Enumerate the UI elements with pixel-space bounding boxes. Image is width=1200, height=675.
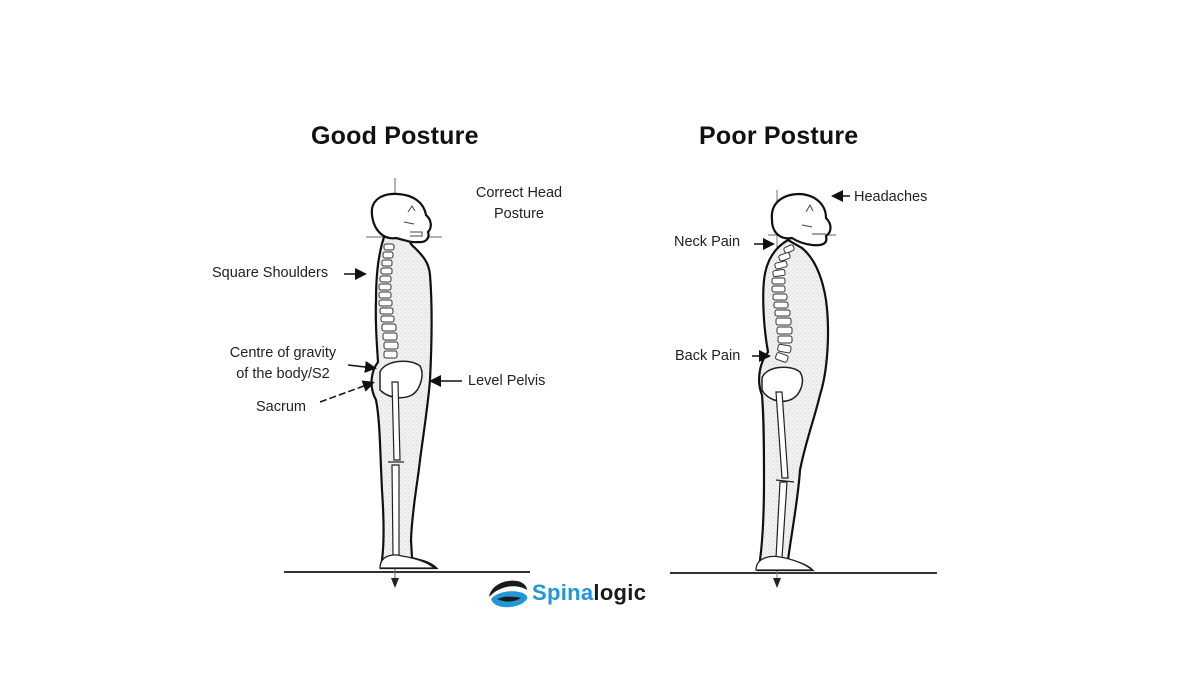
label-line: Posture: [494, 206, 544, 222]
label-back-pain: Back Pain: [675, 348, 741, 364]
label-line: of the body/S2: [236, 366, 330, 382]
poor-posture-figure: [670, 190, 937, 588]
label-headaches: Headaches: [854, 189, 928, 205]
label-correct-head-posture: Correct Head Posture: [462, 183, 576, 225]
logo-text-spina: Spina: [532, 580, 594, 605]
good-posture-figure: [284, 178, 530, 588]
good-posture-title: Good Posture: [311, 122, 479, 150]
spinalogic-logo: Spinalogic: [487, 577, 646, 609]
label-centre-of-gravity: Centre of gravity of the body/S2: [222, 343, 344, 385]
label-line: Centre of gravity: [229, 345, 337, 361]
label-square-shoulders: Square Shoulders: [212, 265, 329, 281]
label-line: Correct Head: [475, 185, 563, 201]
label-neck-pain: Neck Pain: [674, 234, 741, 250]
logo-wordmark: Spinalogic: [532, 580, 646, 606]
label-sacrum: Sacrum: [256, 399, 306, 415]
poor-posture-title: Poor Posture: [699, 122, 859, 150]
logo-text-logic: logic: [593, 580, 647, 605]
label-level-pelvis: Level Pelvis: [468, 373, 546, 389]
spinalogic-swoosh-icon: [489, 580, 528, 608]
